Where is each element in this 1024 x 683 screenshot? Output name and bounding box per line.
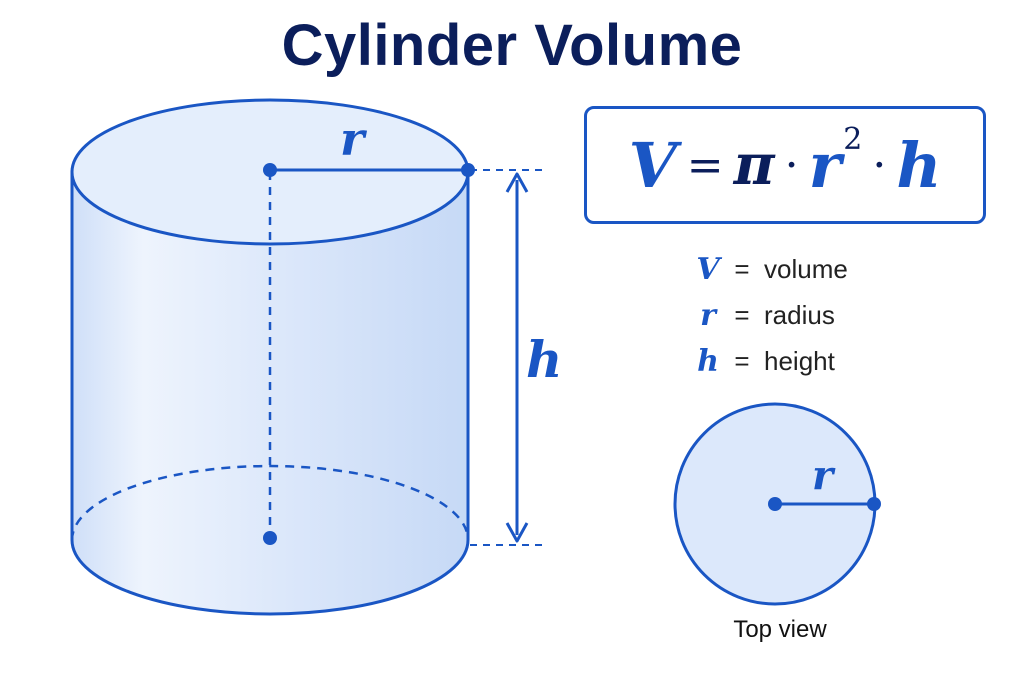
legend-row-radius: r = radius (690, 292, 848, 338)
top-view-edge-point (867, 497, 881, 511)
legend-symbol: h (697, 343, 719, 379)
bottom-center-point (263, 531, 277, 545)
cylinder-bottom-hidden-edge (70, 464, 470, 541)
height-arrowhead-top (505, 172, 529, 193)
formula-dot-1: · (784, 139, 799, 191)
legend-meaning: radius (764, 299, 835, 330)
formula-dot-2: · (872, 139, 887, 191)
formula-volume: V (628, 128, 677, 202)
height-arrowhead-bottom (505, 522, 529, 543)
legend-equals: = (734, 299, 750, 330)
legend-equals: = (734, 253, 750, 284)
legend-symbol: V (696, 251, 720, 287)
legend-equals: = (734, 345, 750, 376)
legend-meaning: height (764, 345, 835, 376)
top-center-point (263, 163, 277, 177)
legend-row-height: h = height (690, 338, 848, 384)
height-label: h (526, 330, 563, 389)
variable-legend: V = volume r = radius h = height (690, 246, 848, 384)
legend-row-volume: V = volume (690, 246, 848, 292)
legend-symbol: r (700, 297, 716, 333)
formula-pi: π (733, 132, 775, 198)
page-title: Cylinder Volume (281, 13, 743, 78)
formula-radius: r (808, 128, 842, 202)
legend-meaning: volume (764, 253, 848, 284)
cylinder-body (70, 170, 470, 616)
radius-label: r (340, 112, 365, 166)
top-view-center-point (768, 497, 782, 511)
formula-exponent: 2 (843, 121, 863, 157)
formula-equals: = (686, 139, 724, 191)
top-edge-point (461, 163, 475, 177)
top-view-radius-label: r (812, 452, 834, 499)
top-view-caption: Top view (733, 616, 827, 643)
formula-box: V = π · r 2 · h (584, 106, 986, 224)
formula-height: h (896, 128, 942, 202)
